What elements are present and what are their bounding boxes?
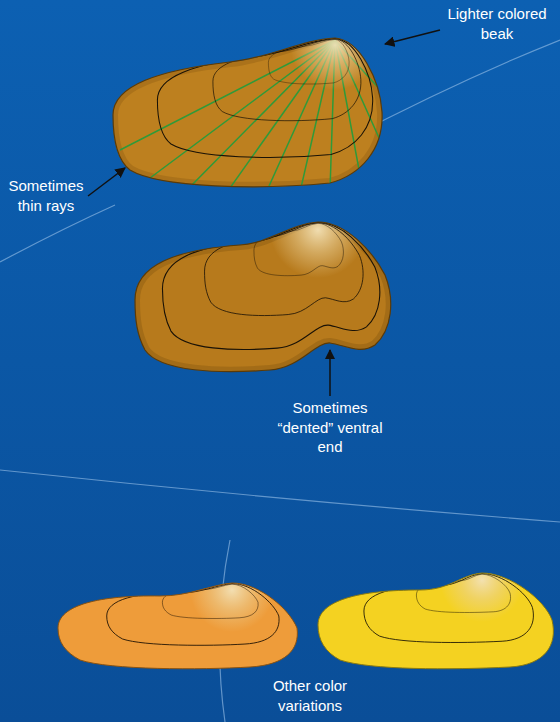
leader-arrows bbox=[88, 30, 440, 396]
growth-ring bbox=[107, 584, 279, 646]
growth-ring bbox=[157, 38, 372, 157]
orange-shell bbox=[58, 548, 297, 669]
growth-ring bbox=[162, 222, 379, 349]
yellow-shell bbox=[318, 538, 553, 669]
beak-label: Lighter colored beak bbox=[445, 4, 549, 43]
rays-label: Sometimes thin rays bbox=[2, 176, 90, 215]
dented-shell bbox=[135, 182, 391, 372]
rays-leader bbox=[88, 168, 125, 196]
color-label: Other color variations bbox=[255, 676, 365, 715]
growth-ring bbox=[162, 584, 258, 618]
growth-ring bbox=[364, 574, 533, 643]
rayed-shell bbox=[113, 0, 385, 195]
beak-leader bbox=[385, 30, 440, 44]
growth-ring bbox=[205, 223, 364, 316]
dent-leader bbox=[329, 350, 331, 396]
growth-ring bbox=[213, 39, 361, 121]
dent-label: Sometimes “dented” ventral end bbox=[270, 398, 390, 457]
growth-ring bbox=[254, 223, 343, 275]
growth-ring bbox=[268, 39, 349, 84]
